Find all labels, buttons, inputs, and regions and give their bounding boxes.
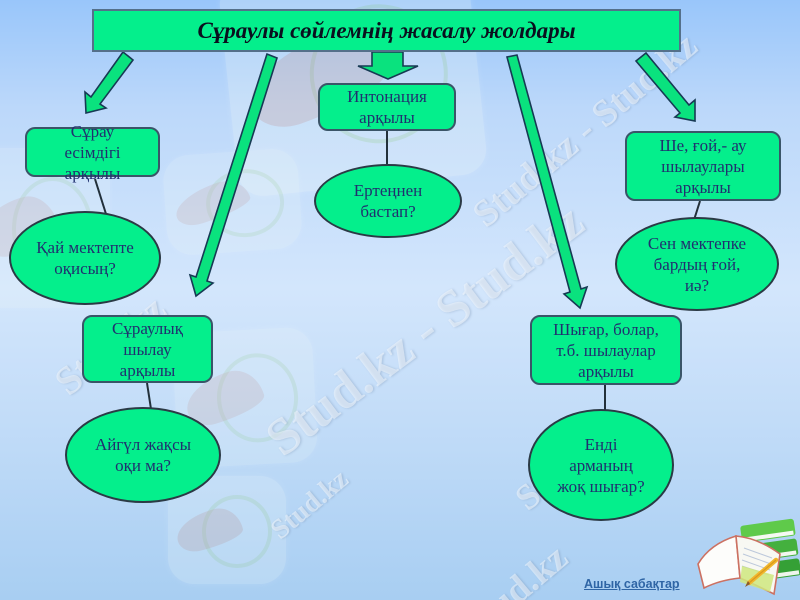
example-ellipse-she-goi-au-particles: Сен мектепке бардың ғой, иә? [615,217,779,311]
arrow-title-to-method-1 [357,51,419,80]
arrow-title-to-method-2 [634,51,696,122]
arrow-title-to-method-0 [84,50,135,115]
method-box-she-goi-au-particles: Ше, ғой,- ау шылаулары арқылы [625,131,781,201]
example-ellipse-shygar-bolar-particles: Енді арманың жоқ шығар? [528,409,674,521]
method-box-interrogative-particle: Сұраулық шылау арқылы [82,315,213,383]
connector-line-2 [693,200,701,221]
arrow-title-to-method-4 [506,54,589,310]
arrow-title-to-method-3 [188,52,278,298]
connector-line-0 [94,178,107,215]
method-box-shygar-bolar-particles: Шығар, болар, т.б. шылаулар арқылы [530,315,682,385]
method-box-question-pronoun: Сұрау есімдігі арқылы [25,122,160,183]
books-icon [697,518,800,596]
open-lessons-link[interactable]: Ашық сабақтар [584,577,680,591]
method-box-intonation: Интонация арқылы [318,83,456,131]
example-ellipse-question-pronoun: Қай мектепте оқисың? [9,211,161,305]
example-ellipse-interrogative-particle: Айгүл жақсы оқи ма? [65,407,221,503]
slide-title: Сұраулы сөйлемнің жасалу жолдары [92,9,681,52]
connector-line-3 [146,382,152,410]
example-ellipse-intonation: Ертеңнен бастап? [314,164,462,238]
